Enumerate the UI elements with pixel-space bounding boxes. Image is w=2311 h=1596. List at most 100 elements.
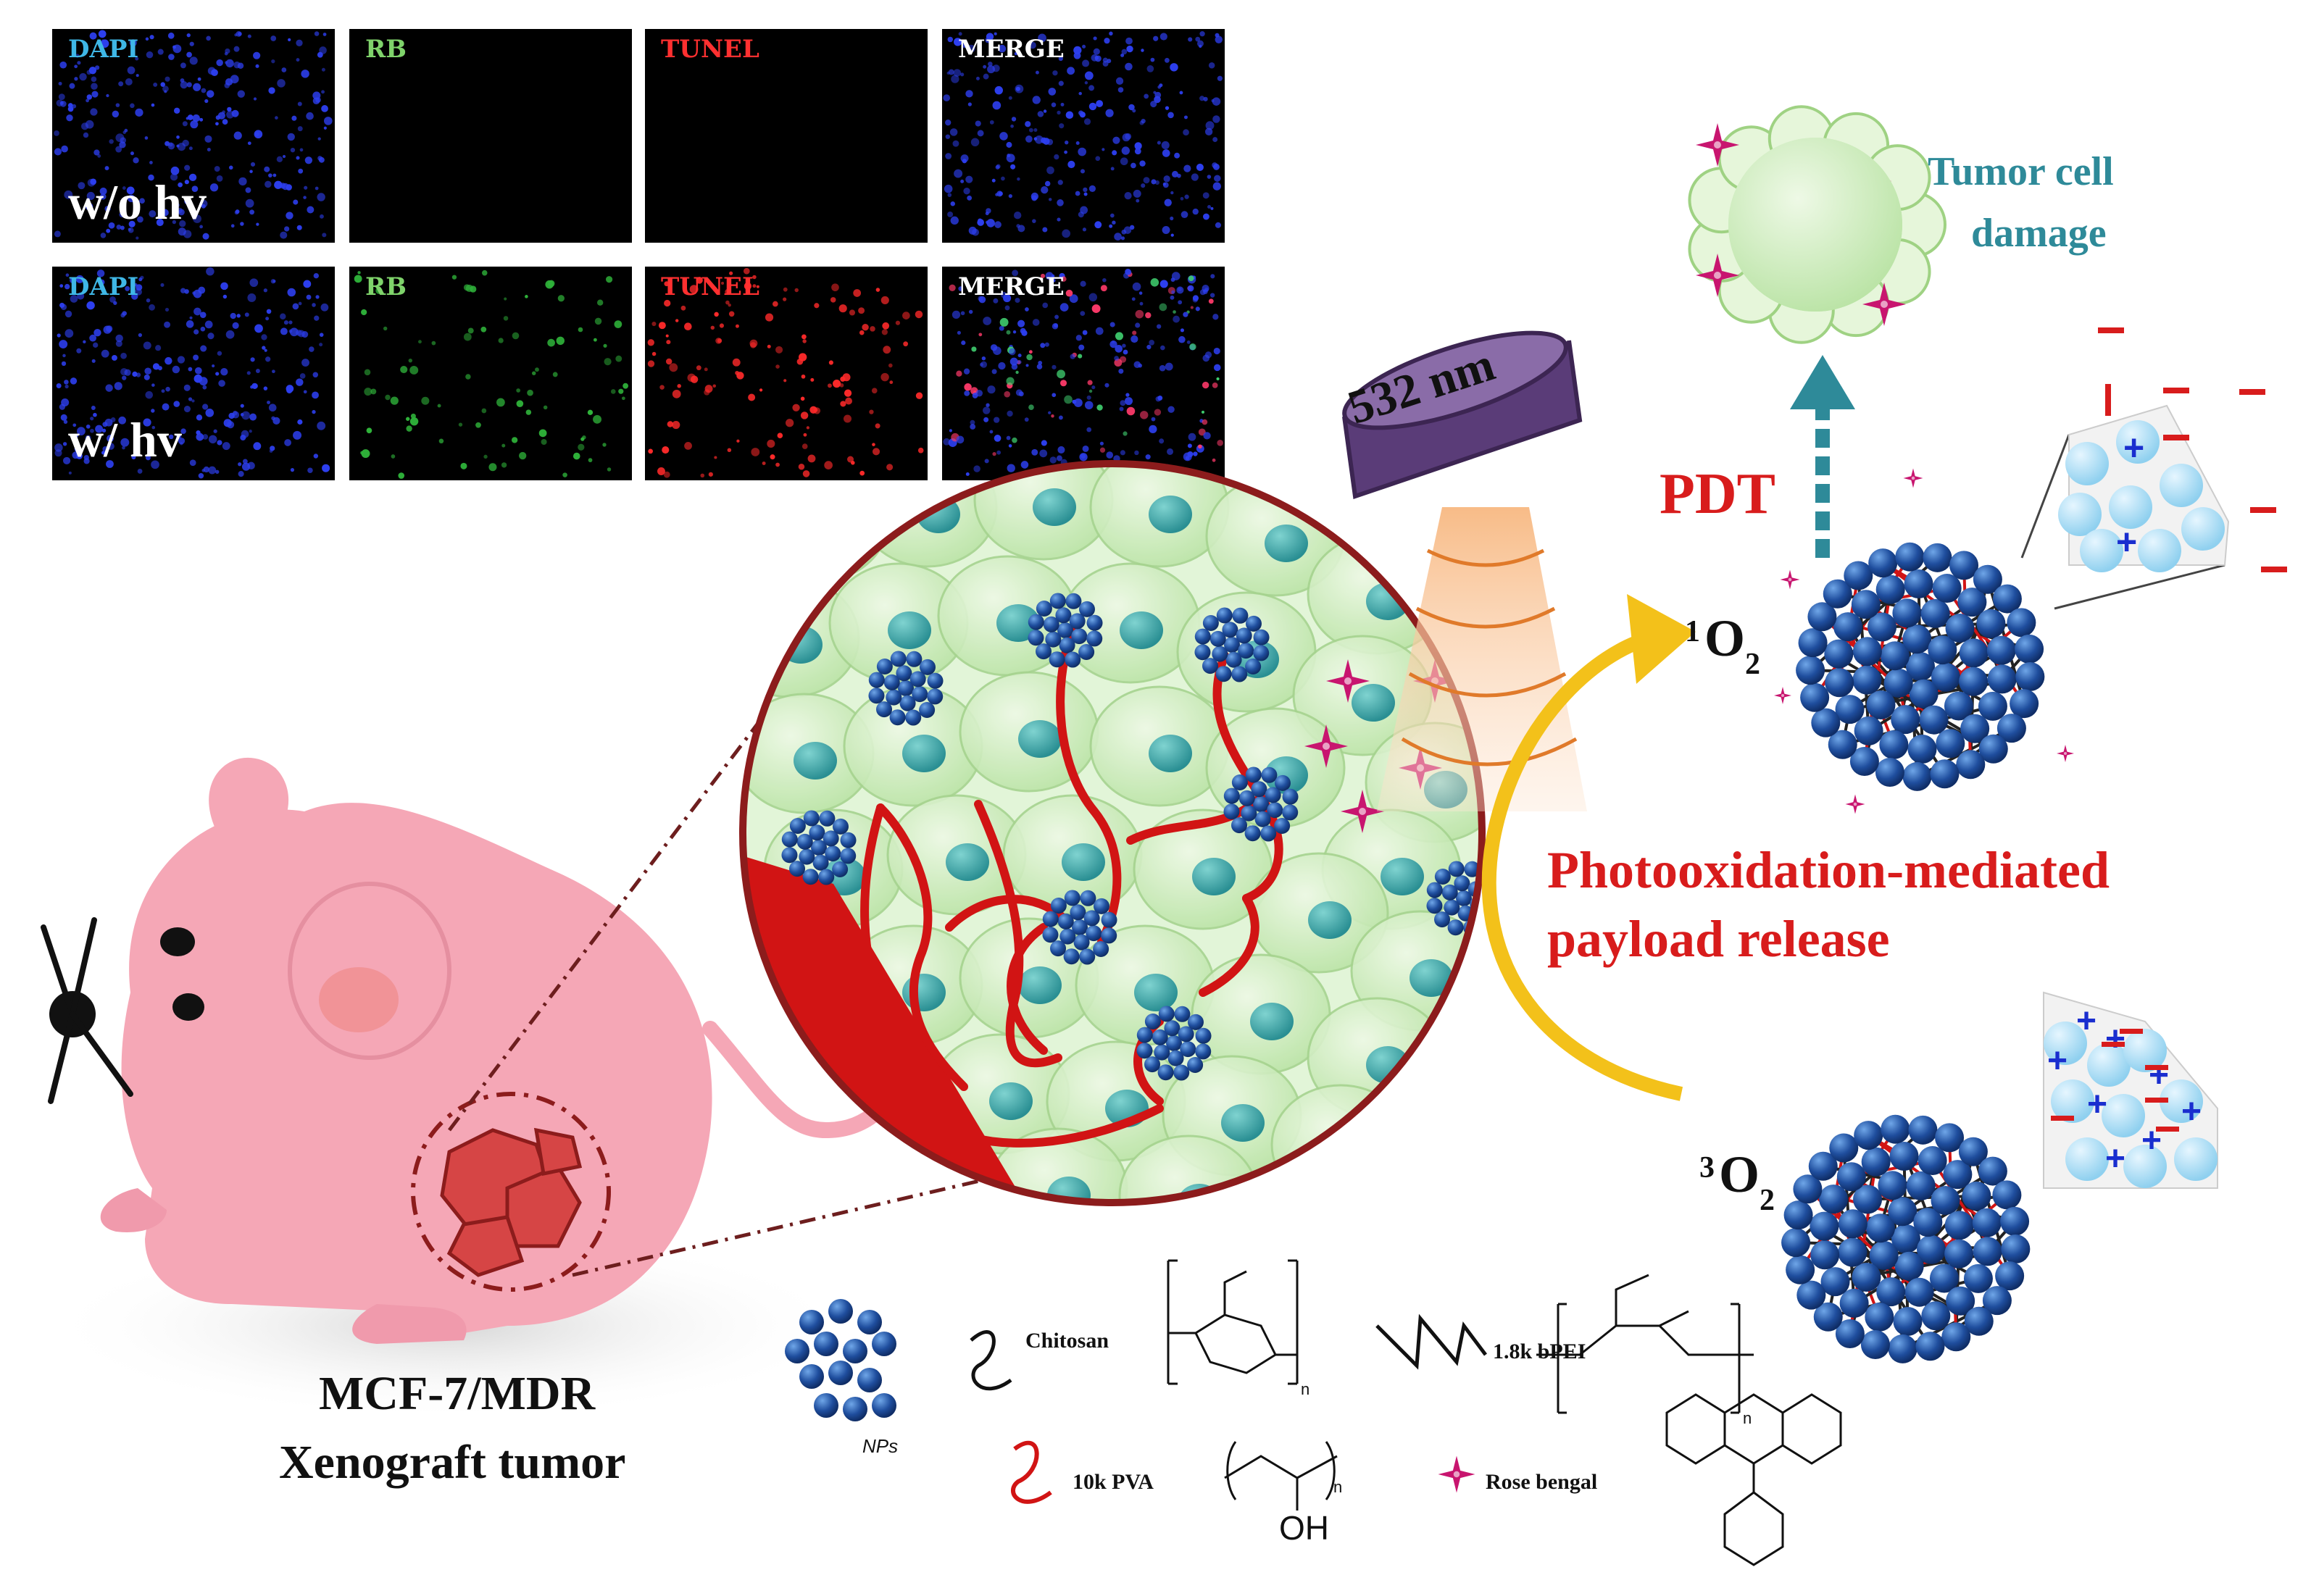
nanoparticle-bead bbox=[1282, 804, 1299, 821]
inset-sphere bbox=[2080, 529, 2123, 572]
nanoparticle-lower bbox=[1781, 1114, 2031, 1363]
nanoparticle-bead bbox=[1959, 667, 1989, 696]
tumor-damage-line2: damage bbox=[1971, 211, 2107, 256]
nanoparticle-bead bbox=[1928, 635, 1957, 665]
nanoparticle-bead bbox=[1835, 1319, 1865, 1349]
zoom-lines bbox=[448, 694, 1012, 1277]
legend-pva-n: n bbox=[1333, 1478, 1342, 1496]
nanoparticle-bead bbox=[1073, 934, 1090, 951]
cell-nucleus bbox=[1120, 611, 1163, 649]
nanoparticle-bead bbox=[1976, 609, 2006, 638]
nanoparticle-bead bbox=[1867, 612, 1897, 642]
nanoparticle-bead bbox=[1913, 1208, 1943, 1237]
nanoparticle-bead bbox=[1944, 691, 1973, 721]
svg-text:1: 1 bbox=[1685, 615, 1700, 648]
legend-pva: 10k PVA bbox=[1073, 1470, 1154, 1494]
nanoparticle-bead bbox=[1215, 666, 1232, 682]
nanoparticle-bead bbox=[1245, 658, 1262, 674]
nanoparticle-bead bbox=[1824, 639, 1854, 669]
nanoparticle-bead bbox=[1064, 890, 1080, 906]
pdt-label: PDT bbox=[1660, 462, 1775, 526]
micrograph-condition-light: w/ hv bbox=[68, 412, 182, 467]
nanoparticle-bead bbox=[1973, 1237, 2002, 1266]
nanoparticle-bead bbox=[1093, 898, 1109, 914]
nanoparticle-bead bbox=[1158, 1006, 1175, 1022]
nanoparticle-bead bbox=[1902, 624, 1932, 654]
nanoparticle-bead bbox=[1796, 1280, 1826, 1310]
nanoparticle-bead bbox=[789, 818, 806, 835]
nanoparticle-bead bbox=[1811, 708, 1841, 738]
nanoparticle-bead bbox=[1786, 1255, 1815, 1284]
cell-nucleus bbox=[1149, 496, 1192, 533]
nanoparticle-bead bbox=[1995, 1261, 2025, 1291]
nanoparticle-bead bbox=[1086, 630, 1103, 647]
nanoparticle-bead bbox=[1059, 637, 1075, 653]
nanoparticle-bead bbox=[1836, 1162, 1866, 1192]
cell-nucleus bbox=[1018, 966, 1062, 1004]
inset-sphere bbox=[2160, 1079, 2203, 1123]
inset-sphere bbox=[2065, 442, 2109, 485]
nanoparticle-bead bbox=[825, 845, 841, 862]
nanoparticle-upper bbox=[1796, 542, 2045, 791]
micrograph-label-merge: MERGE bbox=[958, 35, 1065, 64]
nanoparticle-bead bbox=[1978, 691, 2007, 721]
nanoparticle-bead bbox=[1042, 911, 1059, 927]
micrograph-dapi-light bbox=[52, 267, 335, 480]
cell-nucleus bbox=[1381, 858, 1424, 895]
nanoparticle-bead bbox=[809, 824, 825, 841]
nanoparticle-bead bbox=[1065, 593, 1082, 609]
nanoparticle-bead bbox=[883, 674, 900, 690]
nanoparticle-bead bbox=[1813, 1302, 1843, 1332]
nanoparticle-bead bbox=[2000, 1206, 2030, 1236]
micrograph-label-dapi: DAPI bbox=[68, 35, 139, 64]
svg-text:O: O bbox=[1704, 609, 1745, 667]
nanoparticle-bead bbox=[1865, 1302, 1894, 1332]
nanoparticle-bead bbox=[1251, 781, 1267, 798]
nanoparticle-bead bbox=[781, 831, 798, 848]
polyplex-cluster bbox=[1223, 766, 1299, 842]
legend-np-bead bbox=[799, 1364, 824, 1389]
nanoparticle-bead bbox=[1049, 651, 1065, 668]
tumor-cell bbox=[743, 693, 875, 814]
nanoparticle-bead bbox=[1875, 758, 1904, 787]
inset-sphere bbox=[2174, 1137, 2218, 1181]
micrograph-rb-light bbox=[349, 267, 632, 480]
nanoparticle-bead bbox=[1086, 614, 1103, 631]
nanoparticle-bead bbox=[1093, 940, 1109, 957]
micrograph-label-rb: RB bbox=[365, 35, 407, 64]
nanoparticle-bead bbox=[1908, 1115, 1938, 1145]
legend-np-bead bbox=[799, 1310, 824, 1334]
cell-nucleus bbox=[1308, 901, 1352, 939]
nanoparticle-bead bbox=[1935, 1123, 1965, 1153]
micrograph-tunel-light bbox=[645, 267, 928, 480]
nanoparticle-bead bbox=[1876, 1277, 1906, 1307]
nanoparticle-bead bbox=[1957, 588, 1987, 617]
nanoparticle-bead bbox=[1973, 564, 2002, 594]
nanoparticle-bead bbox=[1448, 861, 1465, 877]
nanoparticle-bead bbox=[898, 680, 914, 696]
nanoparticle-bead bbox=[1854, 716, 1883, 745]
nanoparticle-bead bbox=[1152, 1029, 1168, 1045]
micrograph-rb-dark bbox=[349, 29, 632, 243]
nanoparticle-bead bbox=[1923, 543, 1952, 572]
svg-text:+: + bbox=[2116, 522, 2137, 562]
nanoparticle-bead bbox=[1883, 668, 1913, 698]
nanoparticle-bead bbox=[1869, 1240, 1899, 1270]
polyplex-cluster bbox=[1194, 607, 1270, 682]
legend-np-bead bbox=[857, 1368, 882, 1392]
legend-np-bead bbox=[872, 1393, 896, 1418]
svg-text:2: 2 bbox=[1745, 648, 1760, 681]
nanoparticle-bead bbox=[1906, 1171, 1936, 1200]
nanoparticle-bead bbox=[919, 701, 936, 718]
nanoparticle-bead bbox=[1202, 615, 1219, 632]
nanoparticle-bead bbox=[1945, 614, 1975, 643]
nanoparticle-bead bbox=[1917, 1234, 1946, 1264]
nanoparticle-bead bbox=[1838, 1237, 1867, 1267]
tissue-circle-border bbox=[739, 460, 1486, 1206]
nanoparticle-bead bbox=[1194, 644, 1211, 661]
svg-text:+: + bbox=[2149, 1056, 2169, 1095]
nanoparticle-bead bbox=[886, 689, 902, 706]
inset-lower: + + + + + + + + bbox=[2043, 991, 2218, 1189]
nanoparticle-bead bbox=[802, 869, 819, 885]
nanoparticle-bead bbox=[1194, 628, 1211, 645]
